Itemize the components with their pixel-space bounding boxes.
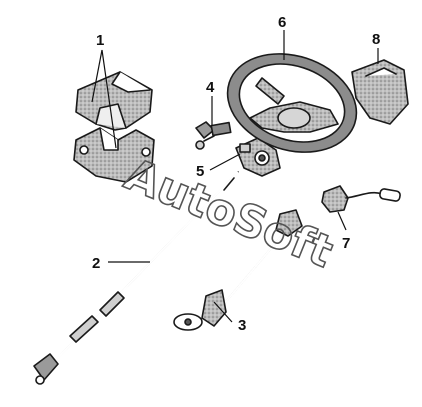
- column-shroud-lower: [73, 127, 155, 183]
- callout-1: 1: [96, 32, 104, 49]
- horn-pad-cover: [351, 59, 409, 125]
- steering-shaft: [33, 171, 239, 385]
- callout-2: 2: [92, 255, 100, 272]
- callout-7: 7: [342, 235, 350, 252]
- steering-wheel: [226, 53, 358, 153]
- callout-4: 4: [206, 79, 215, 96]
- callout-3: 3: [238, 317, 246, 334]
- callout-5: 5: [196, 163, 204, 180]
- column-shroud-upper: [75, 71, 153, 131]
- callout-8: 8: [372, 31, 380, 48]
- watermark-text: AutoSoft: [118, 149, 340, 278]
- leader-lines: [91, 30, 379, 323]
- combination-switch-lever: [321, 185, 401, 213]
- intermediate-shaft: [173, 209, 303, 331]
- callout-6: 6: [278, 14, 286, 31]
- ignition-key-and-cylinder: [195, 121, 232, 150]
